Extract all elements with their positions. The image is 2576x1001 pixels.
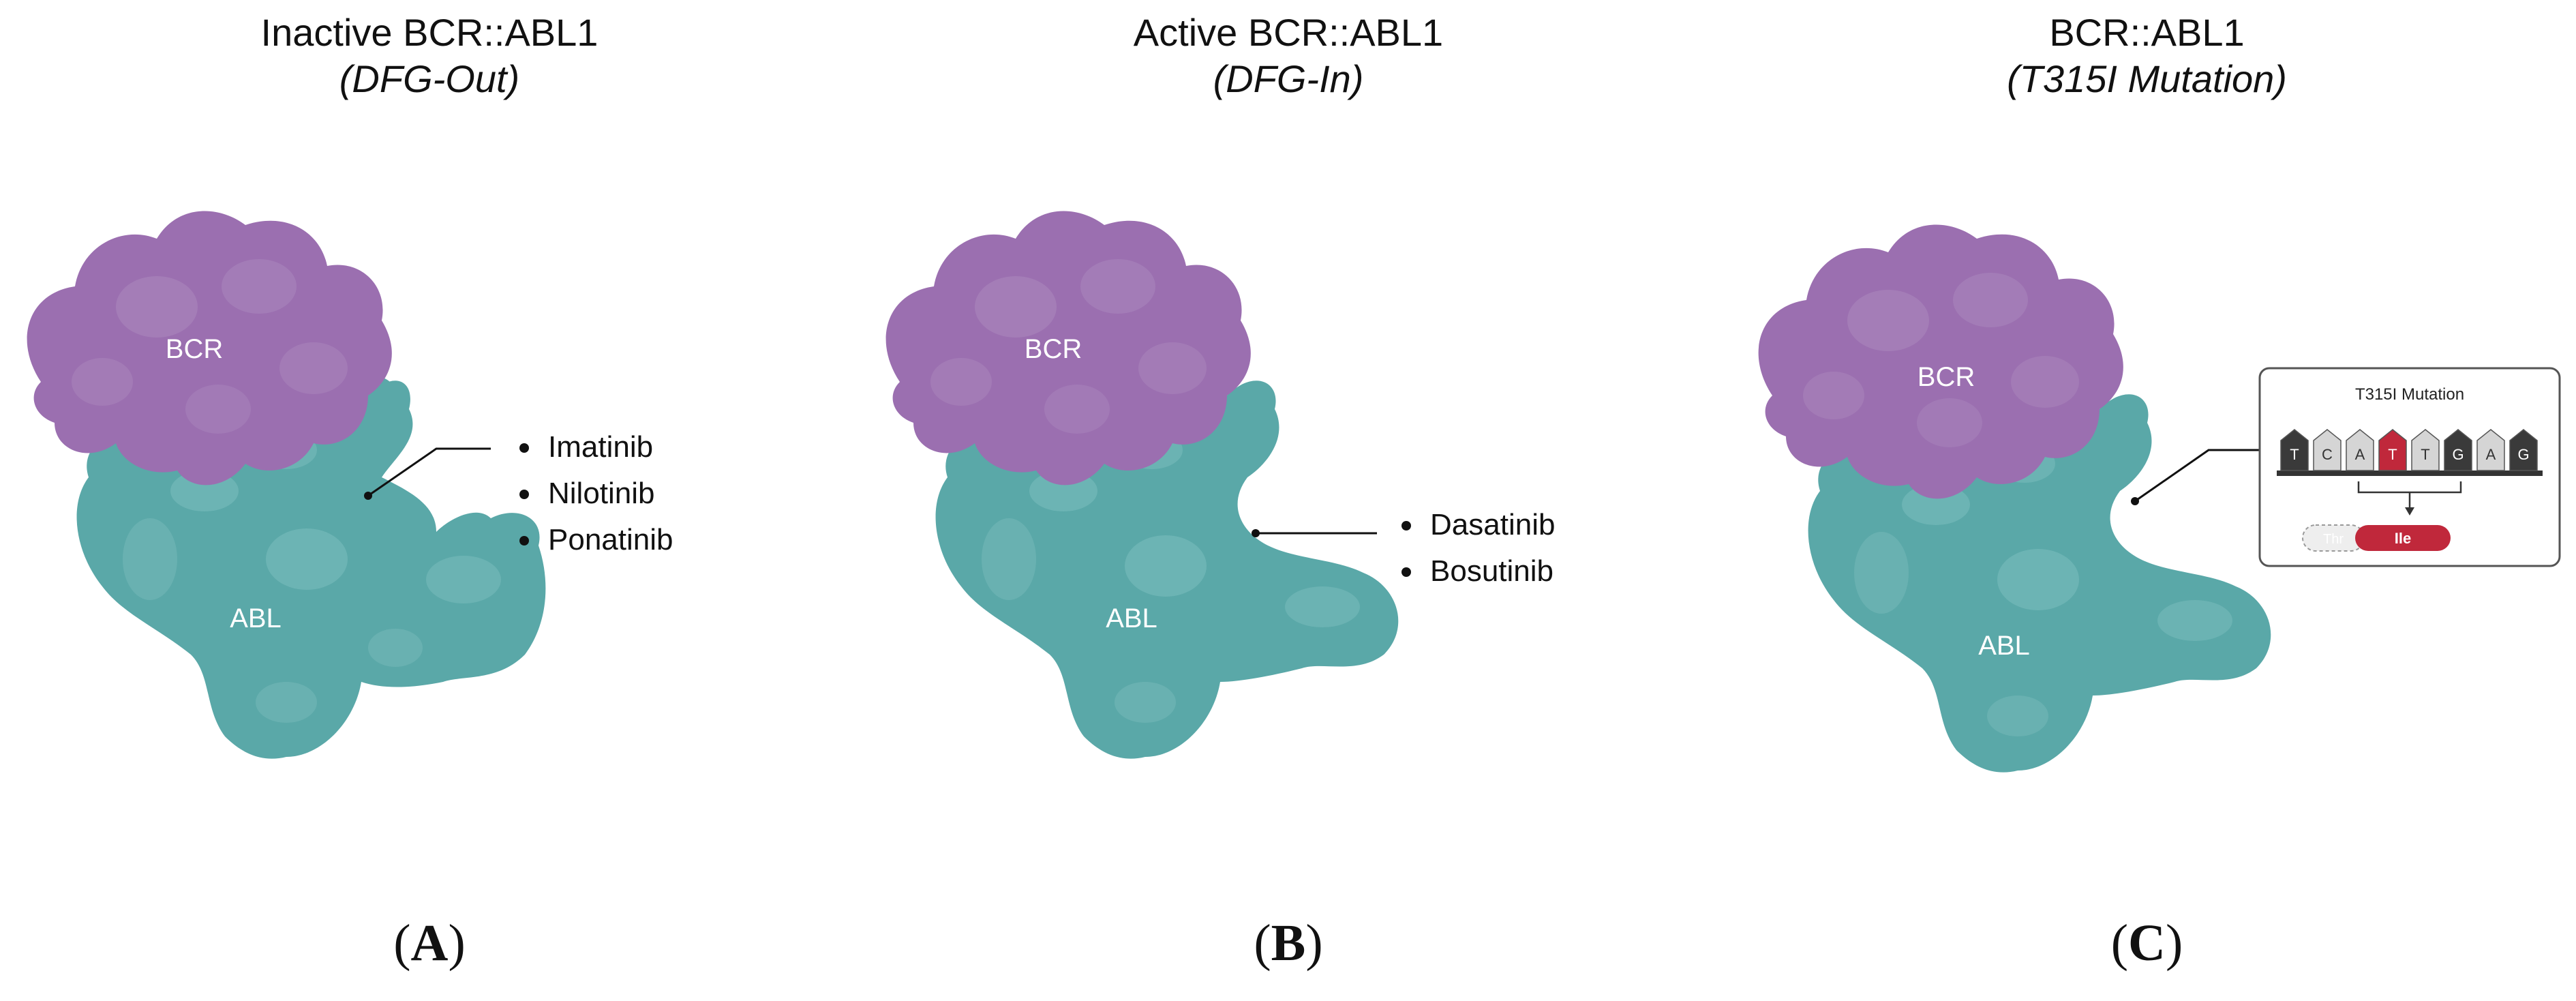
mutant-residue: Ile bbox=[2395, 530, 2411, 547]
dna-base-letter: C bbox=[2322, 446, 2333, 463]
bcr-abl1-structure-diagram: BCR ABL bbox=[885, 211, 1399, 759]
panel-title-main: Inactive BCR::ABL1 bbox=[260, 11, 598, 54]
drug-item: Imatinib bbox=[513, 424, 673, 470]
drug-item: Nilotinib bbox=[513, 470, 673, 517]
residue-change: Thr Ile bbox=[2302, 524, 2451, 552]
dna-base bbox=[2411, 429, 2440, 471]
mutation-site-pointer bbox=[2131, 449, 2260, 505]
panel-letter: (C) bbox=[2110, 914, 2183, 972]
abl-label: ABL bbox=[1978, 631, 2030, 661]
panel-subtitle: (T315I Mutation) bbox=[2007, 57, 2287, 100]
drug-list: Imatinib Nilotinib Ponatinib bbox=[513, 424, 673, 563]
panel-letter: (A) bbox=[393, 914, 466, 972]
panel-c: BCR::ABL1 (T315I Mutation) BCR ABL bbox=[1718, 0, 2576, 1001]
dna-base-letter: T bbox=[2388, 446, 2397, 463]
dna-base bbox=[2509, 429, 2538, 471]
binding-site-pointer bbox=[364, 447, 491, 500]
abl-label: ABL bbox=[230, 603, 282, 633]
bcr-label: BCR bbox=[166, 334, 223, 364]
panel-title: BCR::ABL1 (T315I Mutation) bbox=[1718, 10, 2576, 102]
dna-base bbox=[2346, 429, 2374, 471]
dna-base bbox=[2280, 429, 2309, 471]
dna-base bbox=[2313, 429, 2342, 471]
original-residue: Thr bbox=[2323, 532, 2344, 547]
panel-letter: (B) bbox=[1254, 914, 1323, 972]
panel-title: Active BCR::ABL1 (DFG-In) bbox=[859, 10, 1718, 102]
bcr-label: BCR bbox=[1025, 334, 1082, 364]
mutated-base bbox=[2378, 429, 2407, 471]
panel-a: Inactive BCR::ABL1 (DFG-Out) BCR ABL bbox=[0, 0, 859, 1001]
panel-title: Inactive BCR::ABL1 (DFG-Out) bbox=[0, 10, 859, 102]
drug-item: Bosutinib bbox=[1395, 548, 1555, 595]
panel-subtitle: (DFG-In) bbox=[1213, 57, 1364, 100]
panel-title-main: Active BCR::ABL1 bbox=[1133, 11, 1444, 54]
dna-base-letter: G bbox=[2452, 446, 2464, 463]
drug-item: Ponatinib bbox=[513, 517, 673, 563]
dna-base-letter: G bbox=[2517, 446, 2529, 463]
abl-label: ABL bbox=[1106, 603, 1157, 633]
inset-title: T315I Mutation bbox=[2355, 385, 2464, 404]
dna-base-letter: A bbox=[2486, 446, 2496, 463]
dna-base-letter: A bbox=[2355, 446, 2365, 463]
panel-b: Active BCR::ABL1 (DFG-In) BCR ABL D bbox=[859, 0, 1718, 1001]
bcr-abl1-structure-diagram: BCR ABL bbox=[27, 211, 546, 759]
panel-title-main: BCR::ABL1 bbox=[2049, 11, 2245, 54]
drug-list: Dasatinib Bosutinib bbox=[1395, 502, 1555, 595]
panel-subtitle: (DFG-Out) bbox=[339, 57, 520, 100]
binding-site-pointer bbox=[1252, 529, 1377, 537]
dna-base bbox=[2476, 429, 2505, 471]
bcr-domain-icon bbox=[1758, 224, 2123, 499]
dna-base bbox=[2444, 429, 2472, 471]
bcr-domain-icon bbox=[27, 211, 392, 485]
bcr-abl1-structure-diagram: BCR ABL T315I Mutation T C A T T G A G Thr bbox=[1758, 224, 2561, 773]
drug-item: Dasatinib bbox=[1395, 502, 1555, 548]
dna-base-letter: T bbox=[2290, 446, 2299, 463]
mutation-inset: T315I Mutation T C A T T G A G Thr Ile bbox=[2258, 367, 2561, 567]
bcr-domain-icon bbox=[885, 211, 1251, 485]
arrow-down-icon bbox=[2357, 481, 2462, 516]
dna-base-letter: T bbox=[2421, 446, 2429, 463]
bcr-label: BCR bbox=[1918, 362, 1975, 392]
